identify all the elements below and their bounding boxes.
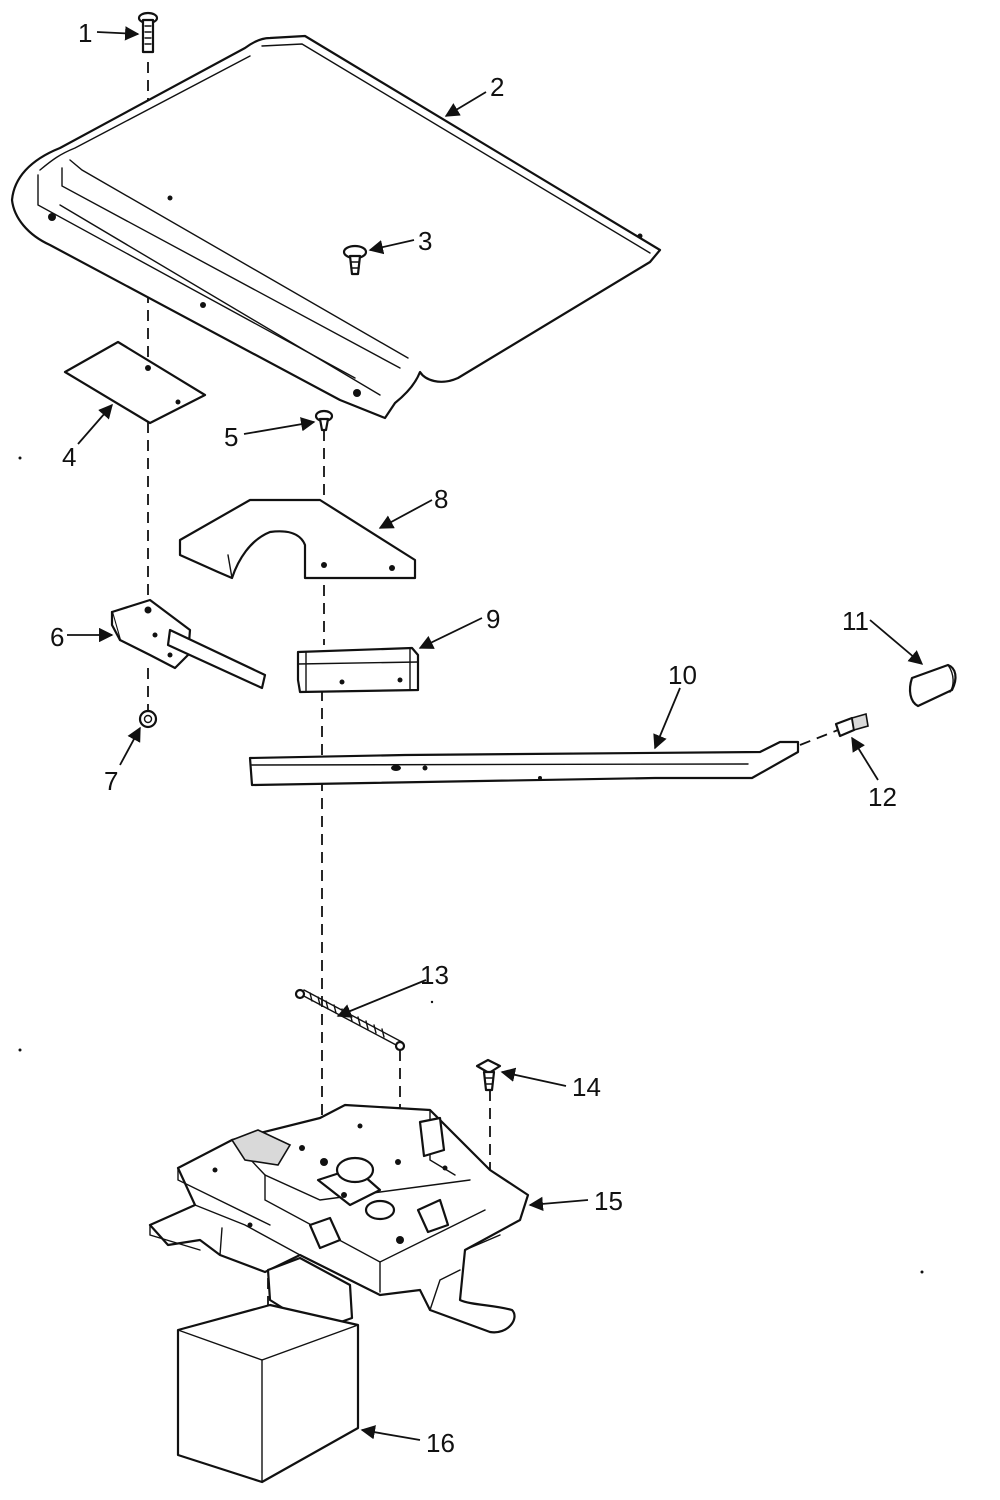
specks	[18, 456, 924, 1274]
callout-1: 1	[78, 18, 92, 48]
callout-16: 16	[426, 1428, 455, 1458]
callout-14: 14	[572, 1072, 601, 1102]
callout-4: 4	[62, 442, 76, 472]
callout-12: 12	[868, 782, 897, 812]
part-3-screw	[342, 244, 368, 276]
part-9-slide-block	[296, 646, 420, 694]
part-5-screw	[314, 409, 334, 432]
callout-13: 13	[420, 960, 449, 990]
part-1-screw	[137, 11, 159, 54]
callout-5: 5	[224, 422, 238, 452]
part-10-latch-lever	[248, 740, 800, 787]
callout-8: 8	[434, 484, 448, 514]
part-6-switch	[110, 598, 267, 690]
callout-11: 11	[842, 606, 869, 636]
part-11-knob	[908, 663, 957, 708]
callout-6: 6	[50, 622, 64, 652]
part-7-nut	[138, 709, 158, 729]
callout-2: 2	[490, 72, 504, 102]
callout-7: 7	[104, 766, 118, 796]
callout-labels: 1 2 3 4 5 6 7 8 9 10 11 12 13 14 15 16	[50, 18, 897, 1458]
part-16-solenoid-block	[176, 1303, 360, 1484]
part-13-spring	[294, 988, 406, 1052]
callout-10: 10	[668, 660, 697, 690]
part-4-insulator-plate	[63, 340, 207, 425]
part-12-clip	[834, 712, 869, 738]
leader-lines	[67, 26, 924, 1441]
part-15-latch-base	[148, 1103, 530, 1334]
callout-9: 9	[486, 604, 500, 634]
part-2-top-cover	[10, 34, 662, 420]
callout-15: 15	[594, 1186, 623, 1216]
part-8-bracket	[178, 498, 417, 580]
callout-3: 3	[418, 226, 432, 256]
part-14-screw	[475, 1058, 502, 1092]
